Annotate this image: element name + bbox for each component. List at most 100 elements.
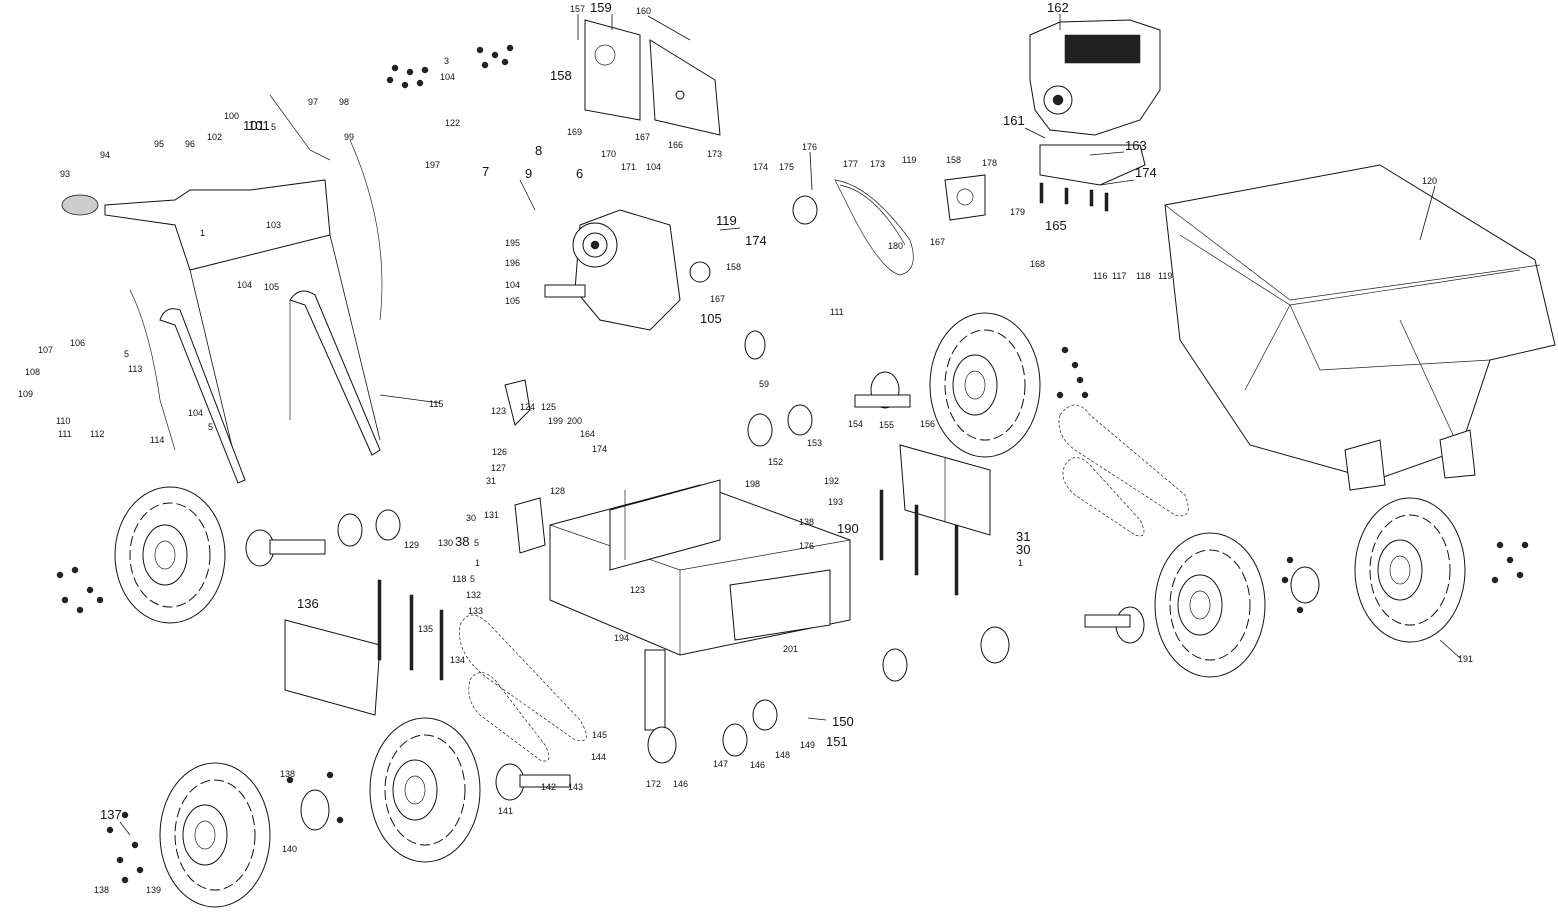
part-label: 155 (879, 420, 894, 430)
part-label: 174 (745, 233, 767, 248)
part-label: 139 (146, 885, 161, 895)
part-label: 94 (100, 150, 110, 160)
axles-hubs (245, 371, 1320, 831)
part-label: 146 (673, 779, 688, 789)
part-label: 152 (768, 457, 783, 467)
part-label: 1 (475, 558, 480, 568)
part-label: 198 (745, 479, 760, 489)
part-label: 7 (482, 164, 489, 179)
part-label: 93 (60, 169, 70, 179)
part-label: 5 (470, 574, 475, 584)
part-label: 104 (440, 72, 455, 82)
gearbox (544, 209, 711, 331)
part-label: 125 (541, 402, 556, 412)
part-label: 157 (570, 4, 585, 14)
drive-chains (459, 404, 1189, 762)
belt-pulleys (744, 174, 986, 360)
part-label: 102 (207, 132, 222, 142)
part-label: 177 (843, 159, 858, 169)
part-label: 3 (444, 56, 449, 66)
part-label: 173 (870, 159, 885, 169)
part-label: 9 (525, 166, 532, 181)
part-label: 149 (800, 740, 815, 750)
part-label: 197 (425, 160, 440, 170)
part-label: 144 (591, 752, 606, 762)
part-label: 138 (799, 517, 814, 527)
part-label: 97 (308, 97, 318, 107)
part-label: 104 (646, 162, 661, 172)
part-label: 159 (590, 0, 612, 15)
part-label: 173 (707, 149, 722, 159)
part-labels: 157 159 160 3 104 158 169 167 166 173 10… (18, 0, 1473, 895)
part-label: 6 (576, 166, 583, 181)
part-label: 201 (783, 644, 798, 654)
part-label: 196 (505, 258, 520, 268)
part-label: 109 (18, 389, 33, 399)
part-label: 100 (224, 111, 239, 121)
part-label: 191 (1458, 654, 1473, 664)
part-label: 133 (468, 606, 483, 616)
part-label: 101 (248, 118, 270, 133)
part-label: 118 (1136, 271, 1150, 281)
part-label: 158 (946, 155, 961, 165)
part-label: 119 (716, 213, 737, 228)
part-label: 104 (237, 280, 252, 290)
part-label: 134 (450, 655, 465, 665)
part-label: 160 (636, 6, 651, 16)
part-label: 113 (128, 364, 142, 374)
part-label: 200 (567, 416, 582, 426)
part-label: 158 (550, 68, 572, 83)
part-label: 106 (70, 338, 85, 348)
part-label: 8 (535, 143, 542, 158)
part-label: 147 (713, 759, 728, 769)
part-label: 124 (520, 402, 535, 412)
part-label: 171 (621, 162, 636, 172)
part-label: 1 (200, 228, 205, 238)
wheel (929, 312, 1041, 458)
part-label: 167 (635, 132, 650, 142)
wheel (114, 486, 226, 624)
part-label: 129 (404, 540, 419, 550)
part-label: 1 (1018, 558, 1023, 568)
part-label: 151 (826, 734, 848, 749)
part-label: 131 (484, 510, 499, 520)
part-label: 145 (592, 730, 607, 740)
part-label: 180 (888, 241, 903, 251)
part-label: 112 (90, 429, 104, 439)
part-label: 115 (429, 399, 443, 409)
part-label: 127 (491, 463, 506, 473)
handle-frame (61, 94, 383, 484)
engine (1029, 19, 1161, 212)
part-label: 107 (38, 345, 53, 355)
part-label: 174 (753, 162, 768, 172)
part-label: 5 (474, 538, 479, 548)
part-label: 178 (982, 158, 997, 168)
part-label: 153 (807, 438, 822, 448)
part-label: 96 (185, 139, 195, 149)
part-label: 165 (1045, 218, 1067, 233)
part-label: 132 (466, 590, 481, 600)
part-label: 142 (541, 782, 556, 792)
part-label: 126 (492, 447, 507, 457)
part-label: 162 (1047, 0, 1069, 15)
part-label: 156 (920, 419, 935, 429)
wheels (114, 312, 1466, 908)
part-label: 116 (1093, 271, 1107, 281)
wheel (1154, 532, 1266, 678)
part-label: 101 (243, 118, 265, 133)
part-label: 148 (775, 750, 790, 760)
part-label: 118 (452, 574, 466, 584)
part-label: 174 (592, 444, 607, 454)
hardware-nuts (56, 44, 1529, 884)
part-label: 161 (1003, 113, 1025, 128)
part-label: 31 (1016, 529, 1030, 544)
part-label: 194 (614, 633, 629, 643)
part-label: 158 (726, 262, 741, 272)
part-label: 176 (802, 142, 817, 152)
part-label: 104 (188, 408, 203, 418)
part-label: 150 (832, 714, 854, 729)
part-label: 99 (344, 132, 354, 142)
part-label: 141 (498, 806, 513, 816)
part-label: 5 (124, 349, 129, 359)
part-label: 128 (550, 486, 565, 496)
